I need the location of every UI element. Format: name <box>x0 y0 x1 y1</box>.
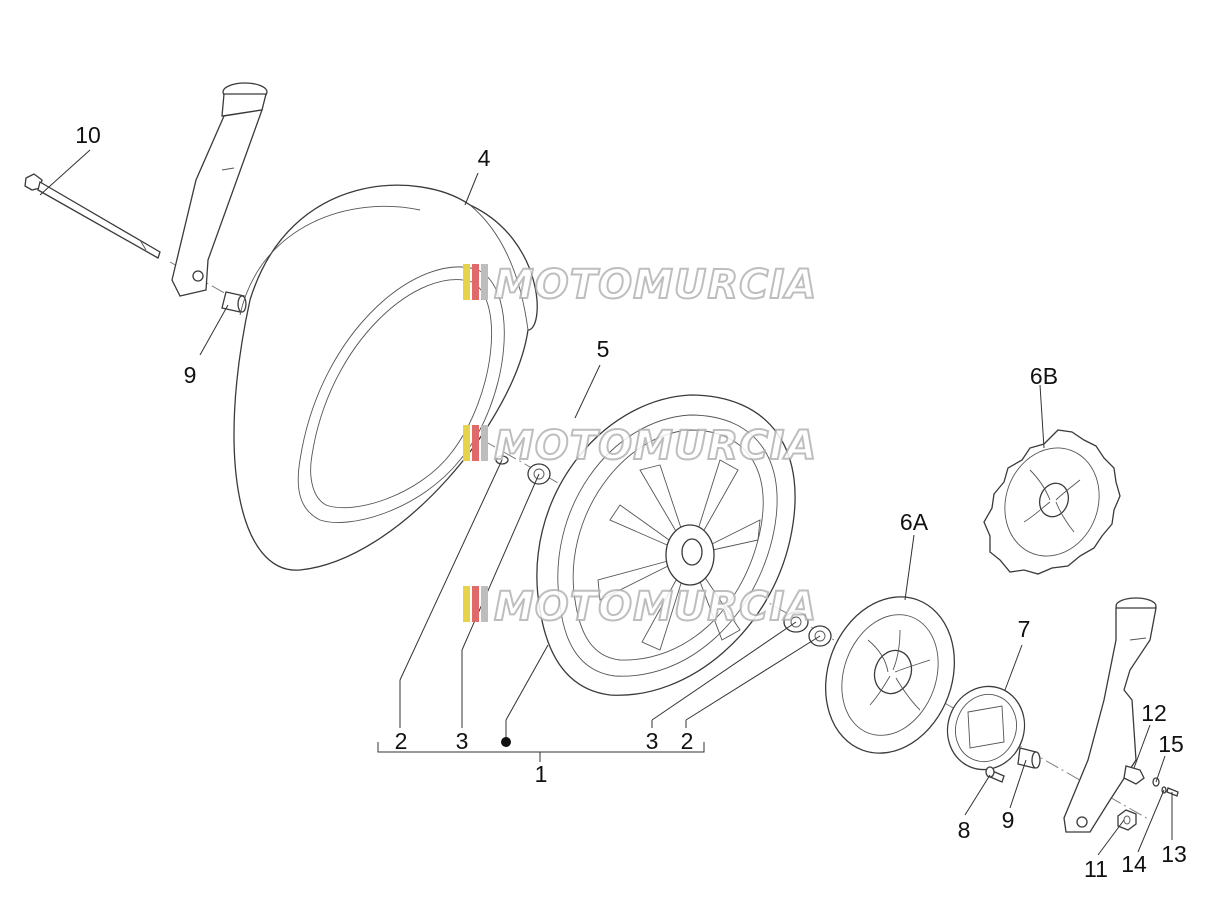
callout-6a: 6A <box>900 509 929 535</box>
callout-2-left: 2 <box>395 728 408 754</box>
callout-7: 7 <box>1018 616 1031 642</box>
right-wheel-spacer <box>1017 747 1041 769</box>
watermark-text-1: MOTOMURCIA <box>494 262 817 308</box>
watermark-text-2: MOTOMURCIA <box>494 423 817 469</box>
disc-screw <box>985 766 1005 783</box>
abs-tone-ring <box>946 685 1026 771</box>
callout-9-left: 9 <box>184 362 197 388</box>
callout-2-right: 2 <box>681 728 694 754</box>
callout-9-right: 9 <box>1002 807 1015 833</box>
callout-4: 4 <box>478 145 491 171</box>
callout-11: 11 <box>1084 856 1108 882</box>
callout-12: 12 <box>1141 700 1167 726</box>
callout-3-right: 3 <box>646 728 659 754</box>
axle-bolt <box>24 173 161 259</box>
axle-nut <box>1117 809 1137 831</box>
left-wheel-spacer <box>221 291 247 313</box>
callout-1: 1 <box>535 761 548 787</box>
wheel-spokes <box>597 459 761 651</box>
callout-6b: 6B <box>1030 363 1058 389</box>
callout-14: 14 <box>1121 851 1147 877</box>
brake-disc-6b <box>983 429 1121 575</box>
right-fork-leg <box>1063 597 1157 833</box>
assembly-bracket <box>377 737 705 762</box>
watermark-3: MOTOMURCIA <box>463 583 817 631</box>
wheel-rim <box>536 394 796 696</box>
leader-lines <box>39 149 1173 856</box>
brake-disc-6a <box>824 596 956 754</box>
tyre <box>233 184 538 571</box>
assembly-dot <box>501 737 511 747</box>
callout-5: 5 <box>597 336 610 362</box>
watermark-text-3: MOTOMURCIA <box>494 584 817 630</box>
callout-10: 10 <box>75 122 101 148</box>
callout-8: 8 <box>958 817 971 843</box>
left-fork-leg <box>171 82 268 297</box>
abs-sensor <box>1123 765 1145 785</box>
callout-3-left: 3 <box>456 728 469 754</box>
callout-13: 13 <box>1161 841 1187 867</box>
watermark-2: MOTOMURCIA <box>463 422 817 470</box>
watermark-1: MOTOMURCIA <box>463 261 817 309</box>
callout-15: 15 <box>1158 731 1184 757</box>
